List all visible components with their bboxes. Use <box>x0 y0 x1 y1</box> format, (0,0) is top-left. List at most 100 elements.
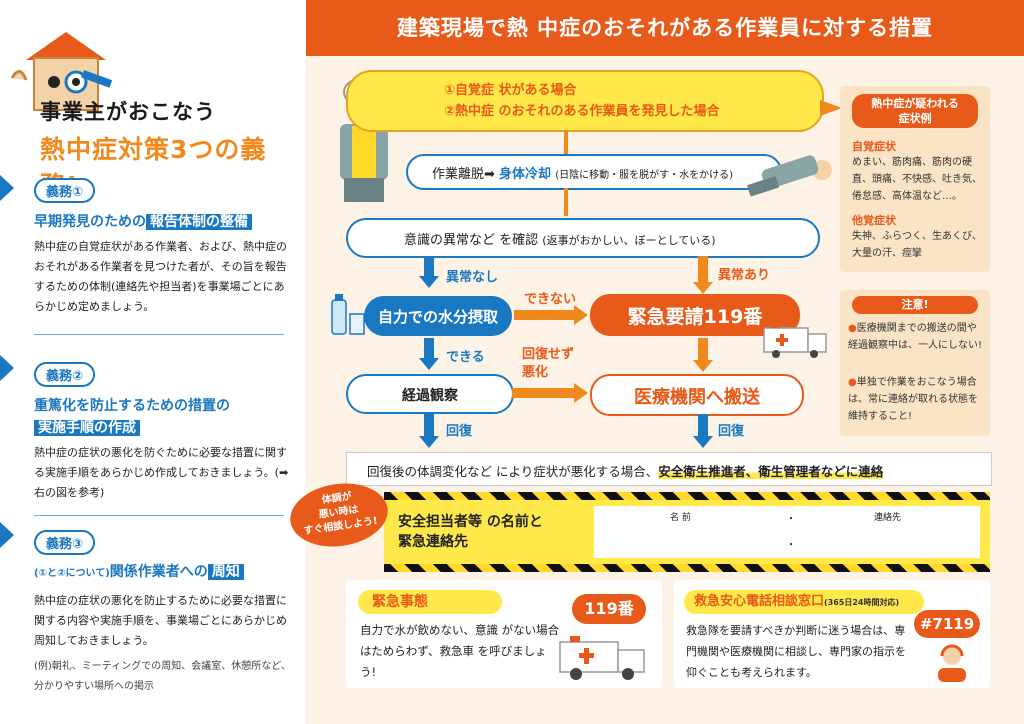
duty-3-marker-icon <box>0 522 14 548</box>
arrow-cannot-shaft <box>514 310 574 320</box>
arrow-worse-icon <box>574 383 588 403</box>
duty-2-marker-icon <box>0 355 14 381</box>
duty-1-tag: 義務① <box>34 178 96 203</box>
symptoms-box: 熱中症が疑われる 症状例 自覚症状 めまい、筋肉痛、筋肉の硬直、頭痛、不快感、吐… <box>840 86 990 272</box>
title-line-1: 事業主がおこなう <box>40 100 216 124</box>
label-worse-1: 回復せず <box>522 347 575 362</box>
self-symptom-body: めまい、筋肉痛、筋肉の硬直、頭痛、不快感、吐き気、倦怠感、高体温など…。 <box>852 157 982 202</box>
duty-3-heading-highlight: 周知 <box>207 564 244 580</box>
label-normal: 異常なし <box>446 270 499 285</box>
cooling-note: (日陰に移動・服を脱がす・水をかける) <box>555 170 734 181</box>
arrow-abnormal-icon <box>693 282 713 294</box>
label-recover-left: 回復 <box>446 424 473 439</box>
emergency-number[interactable]: 119番 <box>572 594 646 624</box>
contact-col-tel: 連絡先 <box>874 513 902 523</box>
caution-title: 注意! <box>852 296 978 314</box>
label-can: できる <box>446 350 485 365</box>
consult-number[interactable]: #7119 <box>914 610 980 638</box>
consult-card: 救急安心電話相談窓口(365日24時間対応) 救急隊を要請すべきか判断に迷う場合… <box>674 580 990 688</box>
emergency-card: 緊急事態 自力で水が飲めない、意識 がない場合はためらわず、救急車 を呼びましょ… <box>346 580 662 688</box>
duty-3-body: 熱中症の症状の悪化を防止するために必要な措置に関する内容や実施手順を、事業場ごと… <box>34 594 287 647</box>
arrow-can-shaft <box>424 338 434 358</box>
arrow-recover-left-icon <box>419 436 439 448</box>
caution-item-1-text: 医療機関までの搬送の間や経過観察中は、一人にしない! <box>848 323 983 351</box>
other-symptom-head: 他覚症状 <box>852 214 896 227</box>
arrow-recover-right-icon <box>693 436 713 448</box>
cooling-step-text: 作業離脱➡ 身体冷却 (日陰に移動・服を脱がす・水をかける) <box>432 163 733 182</box>
ambulance-icon <box>763 323 827 358</box>
hazard-stripe-top <box>384 492 990 500</box>
water-intake-box: 自力での水分摂取 <box>364 296 512 336</box>
contact-box: 安全担当者等 の名前と 緊急連絡先 名 前 ・ 連絡先 ・ <box>384 500 990 564</box>
duty-2: 義務② 重篤化を防止するための措置の実施手順の作成 熱中症の症状の悪化を防ぐため… <box>34 362 294 503</box>
emergency-body: 自力で水が飲めない、意識 がない場合はためらわず、救急車 を呼びましょう! <box>360 623 560 679</box>
separator-2 <box>34 515 284 516</box>
mascot-house-icon <box>10 32 113 111</box>
consult-tag-note: (365日24時間対応) <box>824 598 900 607</box>
water-intake-label: 自力での水分摂取 <box>377 308 498 326</box>
consult-tag: 救急安心電話相談窓口(365日24時間対応) <box>684 590 924 614</box>
consult-tag-label: 救急安心電話相談窓口 <box>694 594 825 609</box>
self-symptom-head: 自覚症状 <box>852 140 896 153</box>
duty-3: 義務③ (①と②について)関係作業者への周知 熱中症の症状の悪化を防止するために… <box>34 530 296 697</box>
lying-worker-icon <box>746 155 832 197</box>
label-worse-2: 悪化 <box>522 365 549 380</box>
consult-body: 救急隊を要請すべきか判断に迷う場合は、専門機関や医療機関に相談し、専門家の指示を… <box>686 624 906 679</box>
contact-col-name: 名 前 <box>670 513 691 523</box>
label-cannot: できない <box>524 292 577 307</box>
duty-1: 義務① 早期発見のための報告体制の整備 熱中症の自覚症状がある作業者、および、熱… <box>34 178 294 317</box>
duty-2-heading-highlight: 実施手順の作成 <box>34 420 140 436</box>
label-abnormal: 異常あり <box>718 268 771 283</box>
arrow-can-icon <box>419 358 439 370</box>
arrow-recover-right-shaft <box>698 414 708 436</box>
left-panel: 事業主がおこなう 熱中症対策3つの義務! 義務① 早期発見のための報告体制の整備… <box>0 0 306 724</box>
duty-1-heading-a: 早期発見のための <box>34 214 146 230</box>
observation-label: 経過観察 <box>402 388 458 404</box>
ambulance-large-icon <box>559 636 645 680</box>
start-line-2: ②熱中症 のおそれのある作業員を発見した場合 <box>444 104 720 119</box>
other-symptom-body: 失神、ふらつく、生あくび、大量の汗、痙攣 <box>852 231 982 259</box>
emergency-119-box: 緊急要請119番 <box>590 294 800 336</box>
caution-item-2: ●単独で作業をおこなう場合は、常に連絡が取れる状態を維持すること! <box>848 377 978 422</box>
check-step-box: 意識の異常など を確認 (返事がおかしい、ぼーとしている) <box>346 218 820 258</box>
duty-1-heading: 早期発見のための報告体制の整備 <box>34 211 294 233</box>
duty-3-heading-pre: (①と②について) <box>34 568 110 579</box>
arrow-worse-shaft <box>512 388 574 398</box>
emergency-119-label: 緊急要請119番 <box>627 306 763 328</box>
arrow-to-symptoms-icon <box>820 100 842 116</box>
duty-1-marker-icon <box>0 175 14 201</box>
duty-2-heading: 重篤化を防止するための措置の実施手順の作成 <box>34 395 294 439</box>
hazard-stripe-bottom <box>384 564 990 572</box>
duty-3-heading-a: 関係作業者への <box>109 564 208 580</box>
banner-title: 建築現場で熱 中症のおそれがある作業員に対する措置 <box>396 16 934 40</box>
contact-entry-area[interactable]: 名 前 ・ 連絡先 ・ <box>594 506 980 558</box>
duty-2-tag: 義務② <box>34 362 96 387</box>
arrow-119-icon <box>693 360 713 372</box>
cooling-step-box: 作業離脱➡ 身体冷却 (日陰に移動・服を脱がす・水をかける) <box>406 154 782 190</box>
connector-1 <box>564 130 568 154</box>
arrow-119-shaft <box>698 338 708 360</box>
cooling-leave: 作業離脱➡ <box>432 167 495 182</box>
banner: 建築現場で熱 中症のおそれがある作業員に対する措置 <box>306 0 1024 56</box>
duty-2-heading-a: 重篤化を防止するための措置の <box>34 398 230 414</box>
water-bottle-icon <box>331 294 365 335</box>
separator-1 <box>34 334 284 335</box>
after-text-a: 回復後の体調変化など により症状が悪化する場合、 <box>367 464 659 479</box>
arrow-abnormal-shaft <box>698 256 708 282</box>
duty-1-heading-highlight: 報告体制の整備 <box>146 214 252 230</box>
caution-box: 注意! ●医療機関までの搬送の間や経過観察中は、一人にしない! ●単独で作業をお… <box>840 290 990 436</box>
duty-2-body: 熱中症の症状の悪化を防ぐために必要な措置に関する実施手順をあらかじめ作成しておき… <box>34 446 289 499</box>
operator-headset-icon <box>938 644 966 682</box>
caution-item-1: ●医療機関までの搬送の間や経過観察中は、一人にしない! <box>848 323 983 351</box>
start-condition-text: ①自覚症 状がある場合 ②熱中症 のおそれのある作業員を発見した場合 <box>444 80 720 122</box>
contact-dot-2: ・ <box>786 540 796 551</box>
caution-item-2-text: 単独で作業をおこなう場合は、常に連絡が取れる状態を維持すること! <box>848 377 978 422</box>
after-text-b: 安全衛生推進者、衛生管理者などに連絡 <box>658 464 884 479</box>
arrow-normal-icon <box>419 276 439 288</box>
check-label: 意識の異常など を確認 <box>404 233 539 248</box>
check-note: (返事がおかしい、ぼーとしている) <box>542 234 716 247</box>
contact-dot-1: ・ <box>786 514 796 525</box>
after-recovery-box: 回復後の体調変化など により症状が悪化する場合、安全衛生推進者、衛生管理者などに… <box>346 452 992 486</box>
duty-3-tag: 義務③ <box>34 530 96 555</box>
contact-label: 安全担当者等 の名前と 緊急連絡先 <box>398 512 543 552</box>
